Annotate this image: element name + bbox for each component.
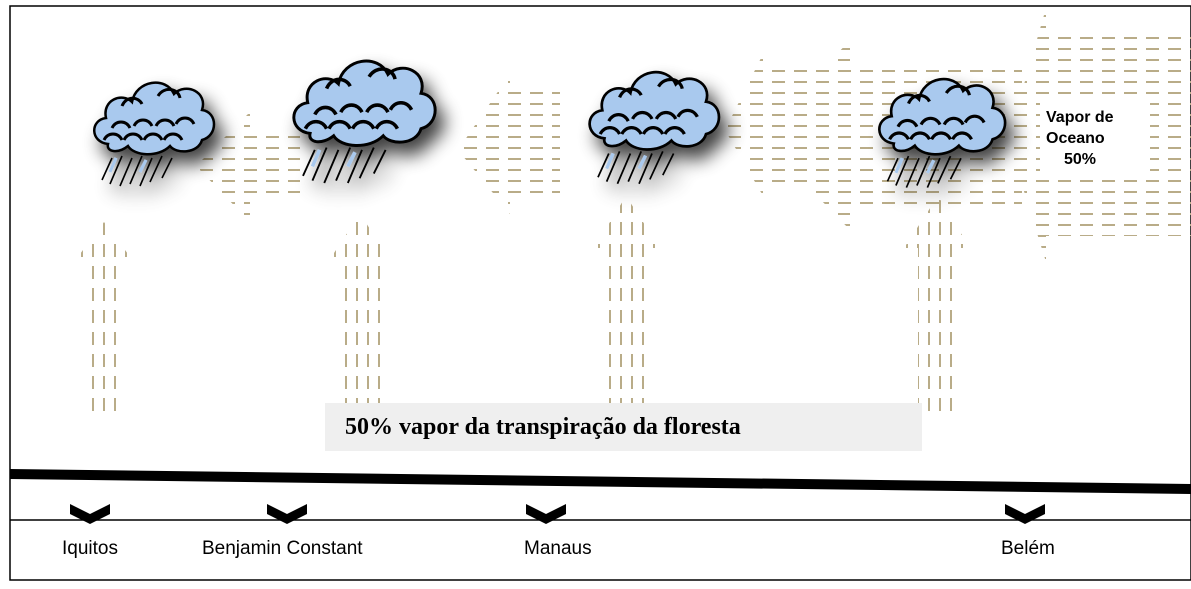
vapor-arrow-manaus-left (458, 74, 560, 214)
chevron-down-icon (267, 504, 307, 524)
ocean-vapor-arrow (1008, 8, 1191, 262)
chevron-down-icon (70, 504, 110, 524)
diagram-frame (9, 5, 1191, 581)
forest-transpiration-arrows (74, 196, 970, 414)
chevron-down-icon (526, 504, 566, 524)
vapor-arrow-belem-left (725, 40, 840, 208)
city-label-belem: Belém (1001, 538, 1055, 559)
rain-cloud-icon (92, 81, 216, 188)
chevron-down-icon (1005, 504, 1045, 524)
river-line (10, 469, 1191, 494)
city-label-benjamin-constant: Benjamin Constant (202, 538, 363, 559)
city-label-manaus: Manaus (524, 538, 592, 559)
rain-cloud-icon (587, 70, 721, 186)
vapor-arrow-iquitos (196, 112, 300, 222)
ocean-vapor-line-1: Vapor de (1046, 109, 1114, 126)
city-label-iquitos: Iquitos (62, 538, 118, 559)
forest-vapor-box: 50% vapor da transpiração da floresta (325, 403, 922, 451)
ocean-vapor-line-2: Oceano (1046, 130, 1105, 147)
ocean-vapor-label: Vapor de Oceano 50% (1046, 107, 1142, 170)
ocean-vapor-line-3: 50% (1064, 151, 1097, 168)
rain-cloud-icon (292, 59, 437, 185)
forest-vapor-label: 50% vapor da transpiração da floresta (345, 414, 741, 440)
